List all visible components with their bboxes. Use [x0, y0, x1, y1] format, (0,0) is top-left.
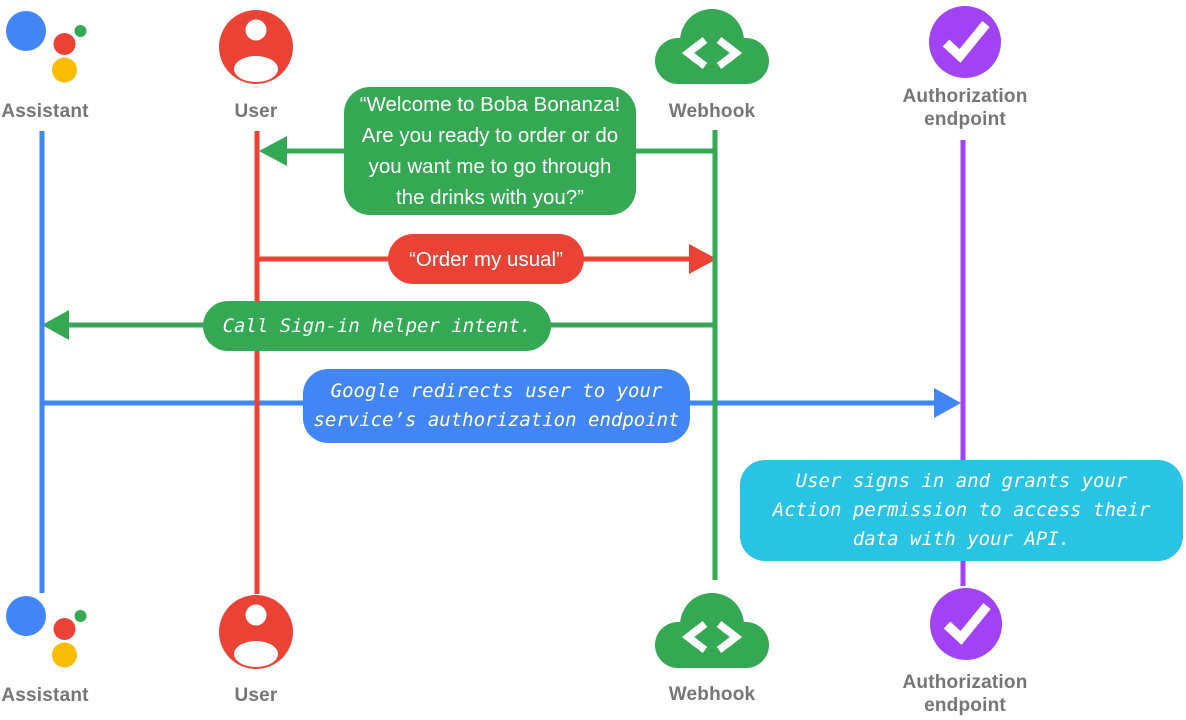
webhook-label-bottom: Webhook: [668, 684, 756, 705]
webhook-label: Webhook: [668, 101, 756, 122]
authorization-endpoint-icon-bottom: [930, 588, 1002, 660]
welcome-message-bubble: “Welcome to Boba Bonanza! Are you ready …: [344, 87, 636, 215]
user-icon-bottom: [219, 595, 293, 669]
webhook-icon: [655, 9, 769, 84]
authorization-endpoint-icon: [929, 6, 1001, 78]
assistant-icon-bottom: [6, 596, 87, 668]
user-icon: [219, 10, 293, 84]
redirect-message-bubble: Google redirects user to your service’s …: [303, 369, 690, 443]
signin-message-bubble: Call Sign-in helper intent.: [203, 301, 551, 351]
order-message-bubble: “Order my usual”: [388, 234, 584, 284]
user-label: User: [234, 101, 278, 122]
assistant-label-bottom: Assistant: [1, 685, 89, 706]
assistant-icon: [6, 11, 87, 83]
grants-note-bubble: User signs in and grants your Action per…: [740, 460, 1183, 561]
authorization-endpoint-label-bottom: Authorization endpoint: [902, 672, 1028, 716]
user-label-bottom: User: [234, 685, 278, 706]
webhook-icon-bottom: [655, 593, 769, 668]
assistant-label: Assistant: [1, 101, 89, 122]
authorization-endpoint-label: Authorization endpoint: [902, 86, 1028, 130]
